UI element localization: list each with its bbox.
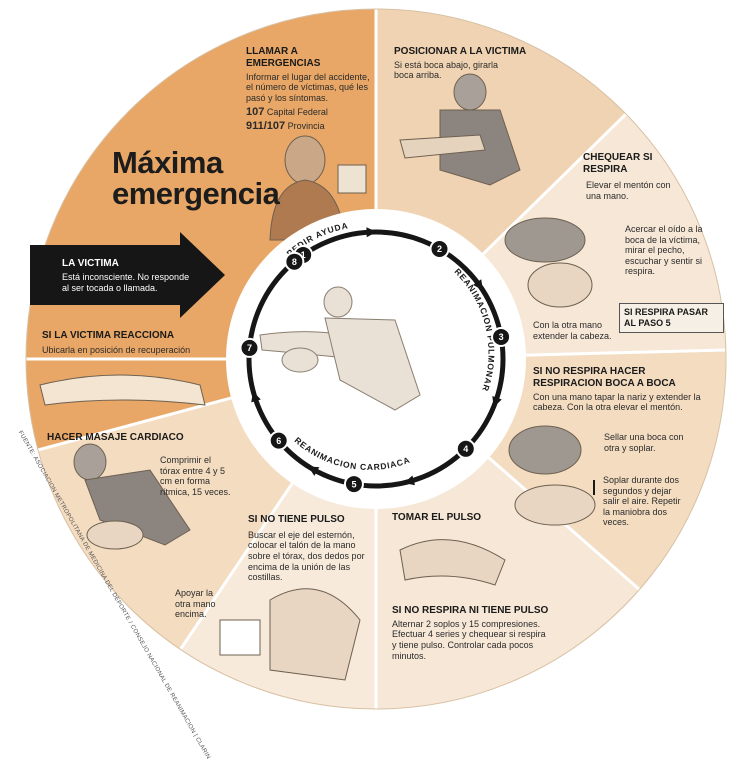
cardiac-massage-heading: HACER MASAJE CARDIACO (47, 432, 184, 443)
ring-arrowhead (492, 396, 502, 408)
breathing-check-illustration (504, 217, 593, 308)
mouth-to-mouth-text2: Sellar una boca con otra y soplar. (604, 432, 684, 453)
rescuer-illustration-top (399, 73, 521, 186)
breathing-note: SI RESPIRA PASAR AL PASO 5 (619, 303, 724, 333)
victim-arrow-text: LA VICTIMA Está inconsciente. No respond… (62, 258, 190, 293)
mouth-to-mouth-text3: Soplar durante dos segundos y dejar sali… (603, 475, 681, 528)
no-breath-no-pulse-block: SI NO RESPIRA NI TIENE PULSO Alternar 2 … (392, 605, 549, 661)
check-breathing-text3: Con la otra mano extender la cabeza. (533, 320, 612, 341)
no-pulse-text2: Apoyar la otra mano encima. (175, 588, 216, 620)
step-number: 8 (292, 257, 297, 267)
step-marker-4: 4 (455, 438, 476, 459)
ring-arrowhead (251, 391, 261, 403)
take-pulse-heading: TOMAR EL PULSO (392, 512, 482, 523)
step-marker-3: 3 (491, 326, 512, 347)
step-number: 7 (247, 343, 252, 353)
step-number: 3 (499, 332, 504, 342)
step-marker-5: 5 (343, 474, 364, 495)
mouth-to-mouth-block: SI NO RESPIRA HACER RESPIRACION BOCA A B… (533, 366, 701, 413)
ring-arrowhead (308, 466, 320, 476)
ring-arrowhead (473, 279, 483, 291)
victim-arrow (30, 232, 225, 318)
wheel-diagram: PEDIR AYUDA REANIMACION PULMONAR REANIMA… (25, 8, 727, 710)
cardiac-massage-text: Comprimir el tórax entre 4 y 5 cm en for… (160, 455, 231, 497)
no-pulse-block: SI NO TIENE PULSO Buscar el eje del este… (248, 514, 365, 583)
center-hub (226, 209, 526, 509)
step-markers: 1 2 3 4 5 6 7 8 (239, 227, 512, 495)
recovery-position-illustration (39, 374, 206, 406)
position-victim-block: POSICIONAR A LA VICTIMA Si está boca aba… (394, 46, 527, 81)
step-marker-8: 8 (284, 251, 305, 272)
check-breathing-text1: Elevar el mentón con una mano. (586, 180, 671, 201)
illustrations (39, 73, 596, 681)
step-marker-6: 6 (268, 430, 289, 451)
center-cpr-illustration (259, 286, 421, 411)
step-number: 4 (463, 444, 468, 454)
ring-arrowhead (366, 227, 377, 238)
ring-arrowhead (404, 475, 415, 486)
check-breathing-text2: Acercar el oído a la boca de la víctima,… (625, 224, 703, 277)
step-number: 5 (351, 479, 356, 489)
step-marker-7: 7 (239, 337, 260, 358)
reacts-block: SI LA VICTIMA REACCIONA Ubicarla en posi… (42, 330, 191, 355)
call-emergency-block: LLAMAR A EMERGENCIAS Informar el lugar d… (246, 46, 370, 133)
page-title: Máxima emergencia (112, 145, 280, 211)
mouth-to-mouth-illustration (508, 425, 596, 526)
step-number: 1 (301, 250, 306, 260)
chest-position-illustration (219, 588, 361, 681)
step-marker-2: 2 (429, 239, 450, 260)
check-breathing-heading-block: CHEQUEAR SI RESPIRA (583, 152, 653, 175)
phone-caller-illustration (269, 135, 367, 241)
pulse-illustration (399, 539, 506, 586)
step-number: 6 (276, 436, 281, 446)
cardiac-massage-illustration (73, 443, 191, 550)
step-number: 2 (437, 244, 442, 254)
infographic: PEDIR AYUDA REANIMACION PULMONAR REANIMA… (17, 8, 727, 760)
